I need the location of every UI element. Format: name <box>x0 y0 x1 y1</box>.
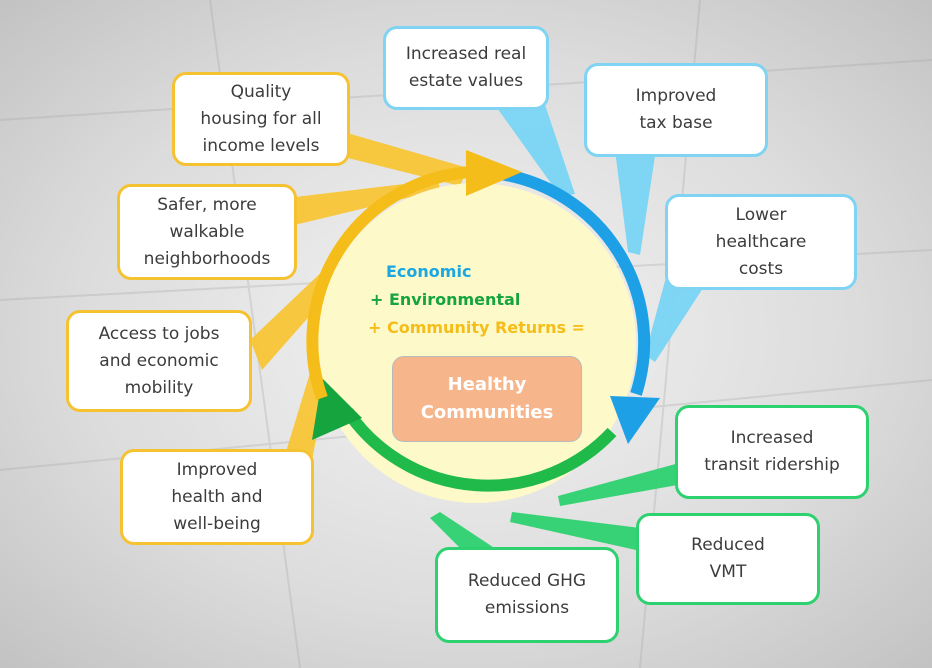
benefit-text: Improved <box>635 86 717 106</box>
healthy-communities-line2: Communities <box>420 402 554 423</box>
benefit-text: neighborhoods <box>143 248 271 269</box>
benefit-text: Reduced <box>691 535 765 555</box>
benefit-text: Reduced GHG <box>467 571 587 591</box>
formula-community-returns: + Community Returns = <box>368 318 585 337</box>
benefit-text: health and <box>171 486 263 507</box>
benefit-text: well-being <box>173 513 261 534</box>
benefit-real-estate-values: Increased real estate values <box>383 26 549 110</box>
benefit-healthcare-costs: Lower healthcare costs <box>665 194 857 290</box>
benefit-text: VMT <box>709 562 747 582</box>
benefit-text: Safer, more <box>157 194 257 215</box>
arrowhead-economic <box>610 396 660 444</box>
arc-community <box>306 166 471 400</box>
benefit-text: mobility <box>124 377 194 398</box>
benefit-text: Quality <box>230 81 292 102</box>
benefit-transit-ridership: Increased transit ridership <box>675 405 869 499</box>
benefit-reduced-vmt: Reduced VMT <box>636 513 820 605</box>
benefit-text: tax base <box>639 113 713 133</box>
benefit-quality-housing: Quality housing for all income levels <box>172 72 350 166</box>
connector-environmental-1 <box>558 462 683 506</box>
benefit-text: and economic <box>99 350 219 371</box>
benefit-text: Lower <box>735 204 787 225</box>
benefit-safer-neighborhoods: Safer, more walkable neighborhoods <box>117 184 297 280</box>
benefit-text: Access to jobs <box>98 323 220 344</box>
benefit-text: Increased real <box>405 44 527 64</box>
benefit-text: transit ridership <box>704 455 840 475</box>
benefit-text: housing for all <box>200 108 322 129</box>
healthy-communities-box: Healthy Communities <box>392 356 582 442</box>
connector-economic-1 <box>490 90 575 196</box>
benefit-text: estate values <box>408 71 524 91</box>
formula-environmental: + Environmental <box>370 290 521 309</box>
benefit-tax-base: Improved tax base <box>584 63 768 157</box>
benefit-text: income levels <box>202 135 320 156</box>
benefit-jobs-mobility: Access to jobs and economic mobility <box>66 310 252 412</box>
formula-economic: Economic <box>386 262 472 281</box>
benefit-reduced-ghg: Reduced GHG emissions <box>435 547 619 643</box>
benefit-text: Improved <box>176 459 258 480</box>
arc-environmental <box>343 408 617 492</box>
benefit-text: emissions <box>484 598 570 618</box>
benefit-health-wellbeing: Improved health and well-being <box>120 449 314 545</box>
benefit-text: walkable <box>169 221 245 242</box>
connector-community-1 <box>330 128 468 186</box>
benefit-text: costs <box>738 258 784 279</box>
healthy-communities-line1: Healthy <box>447 374 527 395</box>
benefit-text: Increased <box>730 428 814 448</box>
arrowhead-community <box>466 150 522 196</box>
arc-economic <box>499 168 651 396</box>
connector-environmental-2 <box>510 512 645 552</box>
connector-economic-2 <box>615 150 655 255</box>
benefit-text: healthcare <box>715 231 807 252</box>
